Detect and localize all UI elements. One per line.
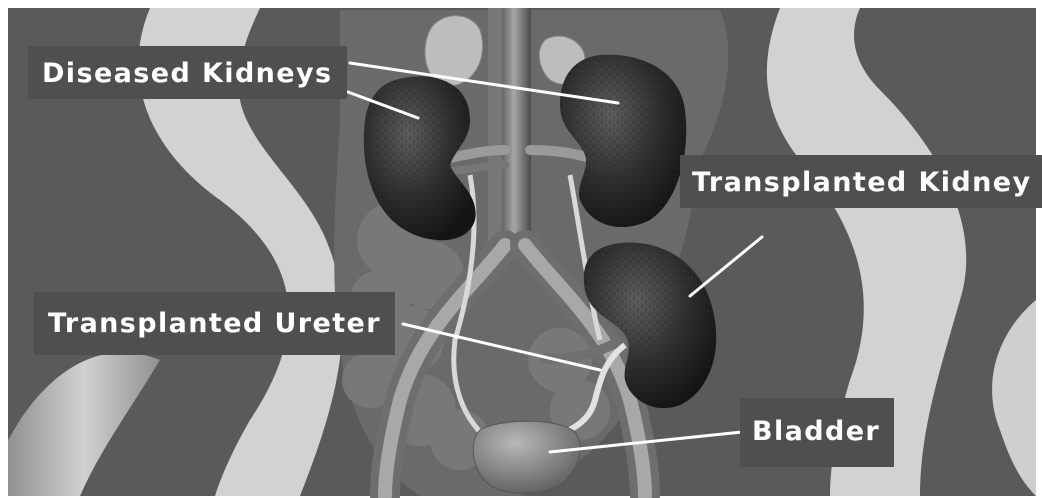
great-vessels (488, 8, 531, 248)
label-transplanted-ureter: Transplanted Ureter (34, 292, 395, 355)
label-transplanted-kidney: Transplanted Kidney (680, 155, 1042, 208)
label-bladder: Bladder (740, 398, 894, 467)
label-diseased-kidneys: Diseased Kidneys (28, 46, 347, 99)
